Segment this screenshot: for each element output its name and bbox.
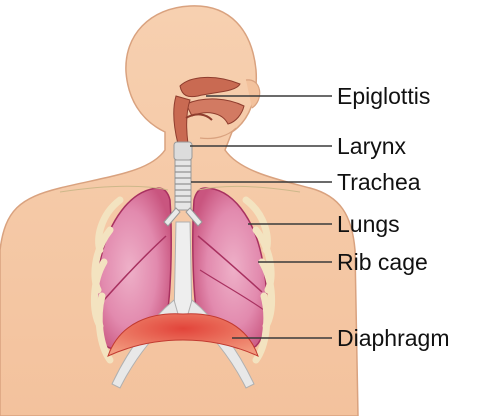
label-epiglottis: Epiglottis: [337, 83, 430, 109]
label-rib-cage: Rib cage: [337, 249, 428, 275]
label-larynx: Larynx: [337, 133, 407, 159]
label-lungs: Lungs: [337, 211, 400, 237]
larynx-box: [174, 142, 192, 160]
label-trachea: Trachea: [337, 169, 421, 195]
label-diaphragm: Diaphragm: [337, 325, 450, 351]
trachea-structure: [174, 142, 192, 210]
